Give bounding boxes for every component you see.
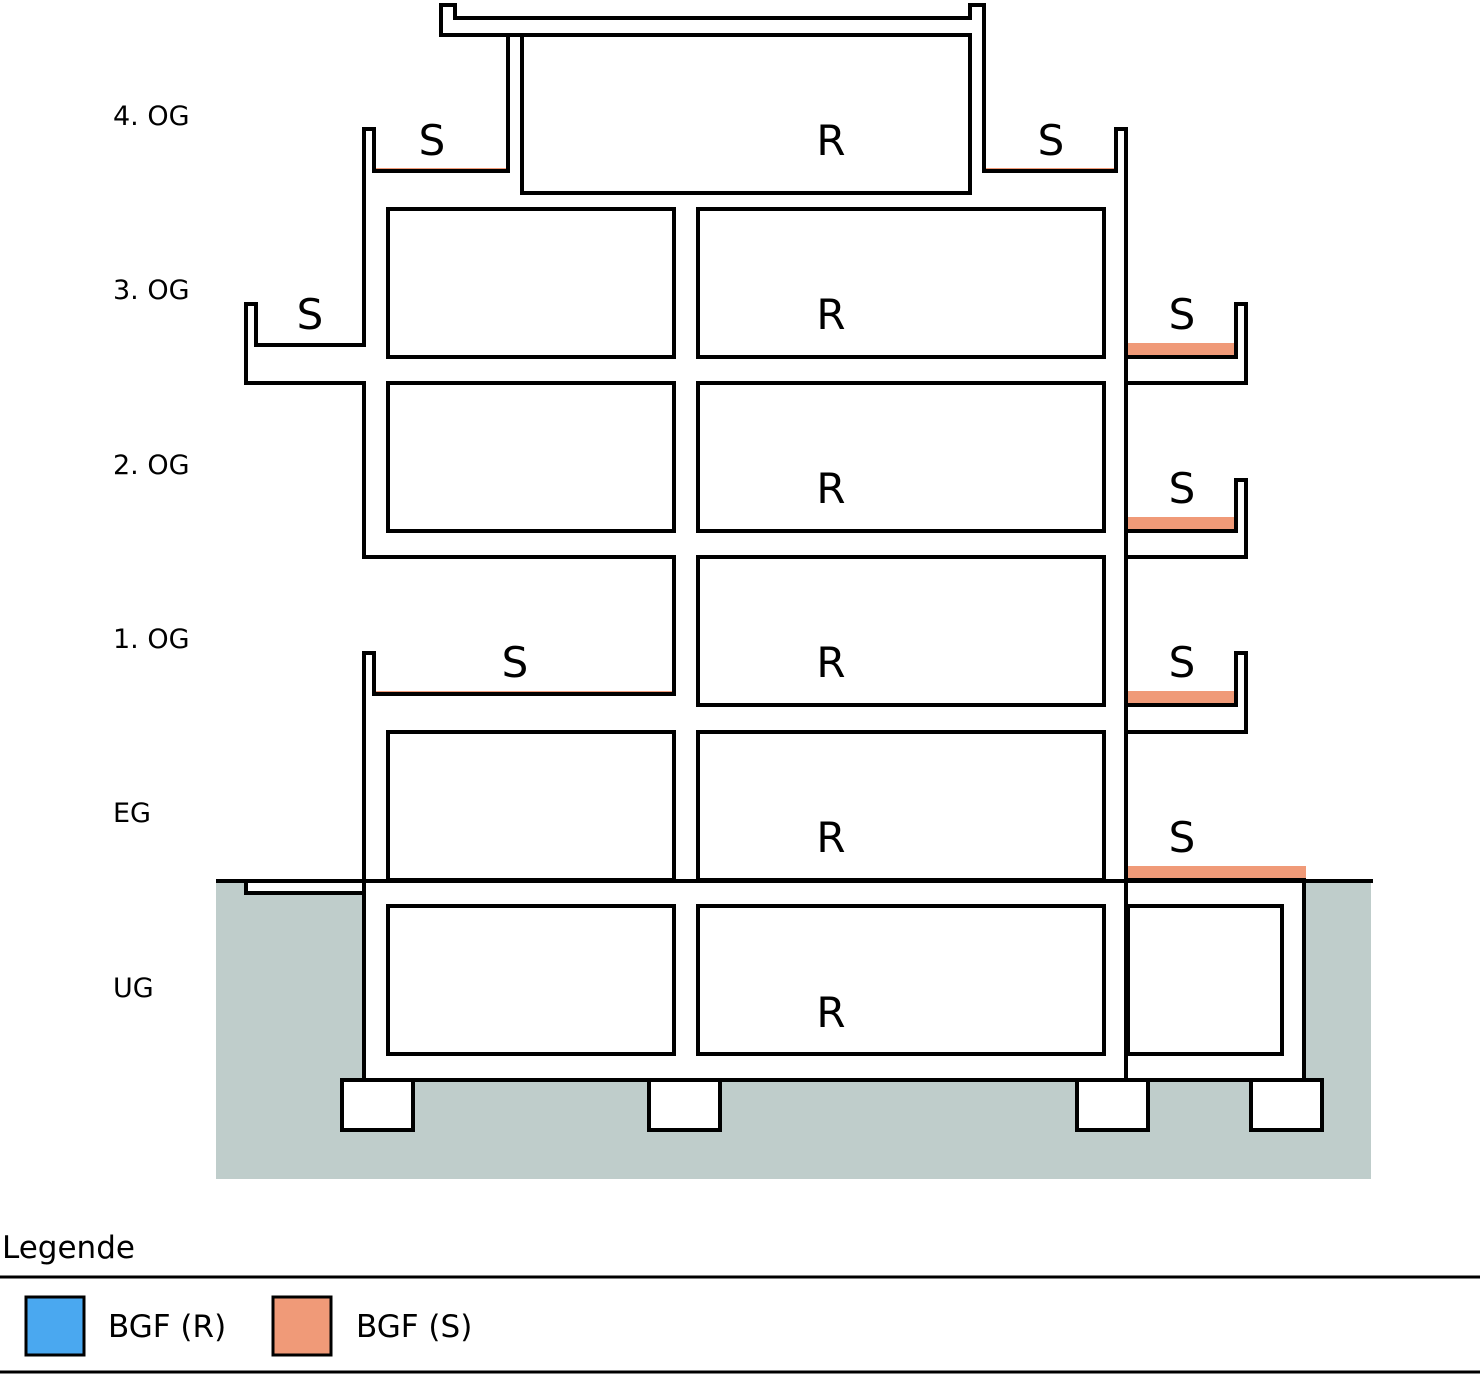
room-1og-right <box>696 555 1106 707</box>
legend-label-s: BGF (S) <box>356 1309 472 1345</box>
bgf-s-band <box>1126 517 1244 531</box>
room-eg-left <box>386 730 676 882</box>
right-balcony-3og <box>1124 302 1248 385</box>
floor-label-1og: 1. OG <box>113 624 190 655</box>
foundation-block <box>340 1078 415 1132</box>
area-label-s: S <box>1038 116 1065 165</box>
area-label-r: R <box>816 813 845 862</box>
room-3og-left <box>386 207 676 359</box>
area-label-r: R <box>816 638 845 687</box>
foundation-block <box>647 1078 722 1132</box>
floor-label-3og: 3. OG <box>113 275 190 306</box>
foundations <box>340 1078 1324 1132</box>
rooms <box>386 33 1284 1056</box>
area-label-r: R <box>816 290 845 339</box>
legend-label-r: BGF (R) <box>108 1309 226 1345</box>
area-label-r: R <box>816 116 845 165</box>
right-balcony-2og <box>1124 478 1248 559</box>
area-label-s: S <box>297 290 324 339</box>
floor-label-2og: 2. OG <box>113 450 190 481</box>
room-2og-right <box>696 381 1106 533</box>
area-label-r: R <box>816 988 845 1037</box>
floor-label-ug: UG <box>113 973 154 1004</box>
legend-swatch-r <box>24 1295 86 1357</box>
area-label-s: S <box>1169 813 1196 862</box>
room-3og-right <box>696 207 1106 359</box>
room-ug-right <box>1126 904 1284 1056</box>
area-label-s: S <box>419 116 446 165</box>
room-eg-right <box>696 730 1106 882</box>
floor-labels: 4. OG 3. OG 2. OG 1. OG EG UG <box>113 101 190 1004</box>
floor-label-4og: 4. OG <box>113 101 190 132</box>
legend-swatch-s <box>271 1295 333 1357</box>
floor-label-eg: EG <box>113 798 151 829</box>
foundation-block <box>1075 1078 1150 1132</box>
bgf-s-band <box>1126 691 1244 705</box>
area-labels: S R S S R S R S S R S R S R <box>297 116 1196 1037</box>
legend: Legende BGF (R) BGF (S) <box>0 1230 1480 1374</box>
area-label-s: S <box>1169 464 1196 513</box>
room-penthouse <box>520 33 972 195</box>
room-ug-middle <box>696 904 1106 1056</box>
room-2og-left <box>386 381 676 533</box>
legend-title: Legende <box>2 1230 135 1266</box>
area-label-r: R <box>816 464 845 513</box>
area-label-s: S <box>502 638 529 687</box>
room-ug-left <box>386 904 676 1056</box>
foundation-block <box>1249 1078 1324 1132</box>
bgf-s-band <box>1126 343 1244 357</box>
right-balcony-1og <box>1124 651 1248 734</box>
area-label-s: S <box>1169 638 1196 687</box>
area-label-s: S <box>1169 290 1196 339</box>
bgf-s-band <box>1126 866 1306 880</box>
